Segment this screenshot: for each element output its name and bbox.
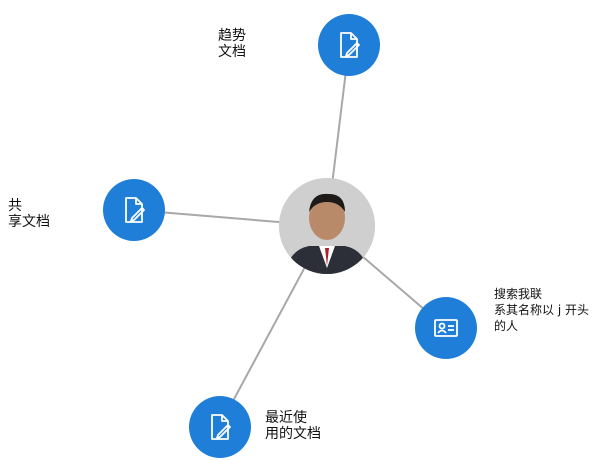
person-photo [279, 178, 375, 274]
document-edit-icon [211, 414, 231, 440]
trending-documents-label: 趋势 文档 [218, 28, 246, 60]
trending-documents-node[interactable] [318, 14, 380, 76]
person-avatar[interactable] [279, 178, 375, 274]
shared-documents-label: 共 享文档 [8, 198, 50, 230]
recent-documents-label: 最近使 用的文档 [265, 410, 321, 442]
recent-documents-node[interactable] [189, 396, 251, 458]
document-edit-icon [125, 197, 145, 223]
search-contacts-node[interactable] [415, 297, 477, 359]
search-contacts-label: 搜索我联 系其名称以 j 开头的人 [494, 287, 589, 333]
contact-card-icon [434, 319, 458, 337]
document-edit-icon [340, 32, 360, 58]
shared-documents-node[interactable] [103, 179, 165, 241]
